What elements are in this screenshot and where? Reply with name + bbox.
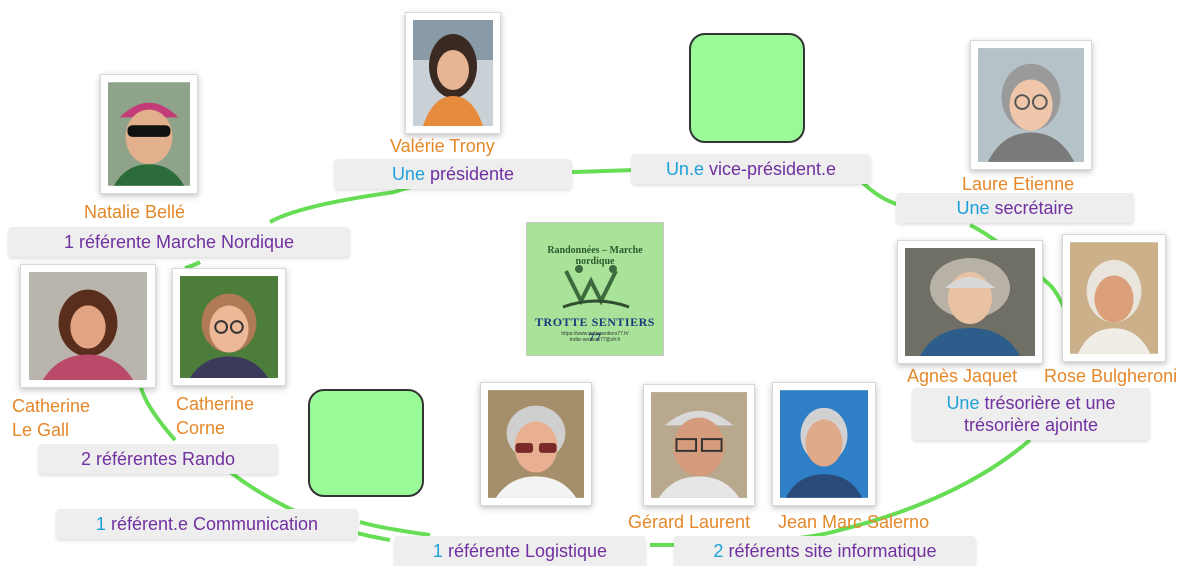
- treasurer-name-2: Rose Bulgheroni: [1044, 366, 1178, 386]
- rando-photo-1: [20, 264, 156, 388]
- person-portrait-icon: [978, 48, 1084, 162]
- hiker-logo-icon: [562, 265, 630, 309]
- treasurer-photo-2: [1062, 234, 1166, 362]
- nordic-role: 1 référente Marche Nordique: [8, 227, 350, 257]
- treasurers-role: Une trésorière et une trésorière ajointe: [912, 388, 1150, 440]
- logistics-role: 1 référente Logistique: [394, 536, 646, 566]
- person-portrait-icon: [651, 392, 747, 498]
- president-photo: [405, 12, 501, 134]
- site-name-1: Gérard Laurent: [628, 512, 751, 532]
- person-portrait-icon: [180, 276, 278, 378]
- person-portrait-icon: [780, 390, 868, 498]
- communication-role: 1 référent.e Communication: [56, 509, 358, 539]
- person-portrait-icon: [413, 20, 493, 126]
- site-name-2: Jean Marc Salerno: [778, 512, 930, 532]
- nordic-photo: [100, 74, 198, 194]
- person-portrait-icon: [905, 248, 1035, 356]
- site-photo-1: [643, 384, 755, 506]
- logistics-photo: [480, 382, 592, 506]
- person-portrait-icon: [1070, 242, 1158, 354]
- site-photo-2: [772, 382, 876, 506]
- president-role: Une présidente: [334, 159, 572, 189]
- secretary-name: Laure Etienne: [962, 174, 1075, 194]
- person-portrait-icon: [488, 390, 584, 498]
- club-logo: Randonnées – Marche nordique TROTTE SENT…: [526, 222, 664, 356]
- secretary-role: Une secrétaire: [896, 193, 1134, 223]
- rando-photo-2: [172, 268, 286, 386]
- logo-club-name: TROTTE SENTIERS 77: [535, 315, 655, 344]
- treasurer-photo-1: [897, 240, 1043, 364]
- vice-president-role: Un.e vice-président.e: [631, 154, 871, 184]
- vice-president-placeholder: [689, 33, 805, 143]
- rando-role: 2 référentes Rando: [38, 444, 278, 474]
- nordic-name: Natalie Bellé: [84, 202, 186, 222]
- treasurer-name-1: Agnès Jaquet: [907, 366, 1018, 386]
- site-role: 2 référents site informatique: [674, 536, 976, 566]
- communication-placeholder: [308, 389, 424, 497]
- person-portrait-icon: [108, 82, 190, 186]
- logo-arc-text: Randonnées – Marche nordique: [547, 245, 643, 267]
- secretary-photo: [970, 40, 1092, 170]
- president-name: Valérie Trony: [390, 136, 495, 156]
- logo-contact: https://www.trottesentiers77.fr/trotte-s…: [561, 331, 629, 343]
- person-portrait-icon: [29, 272, 147, 380]
